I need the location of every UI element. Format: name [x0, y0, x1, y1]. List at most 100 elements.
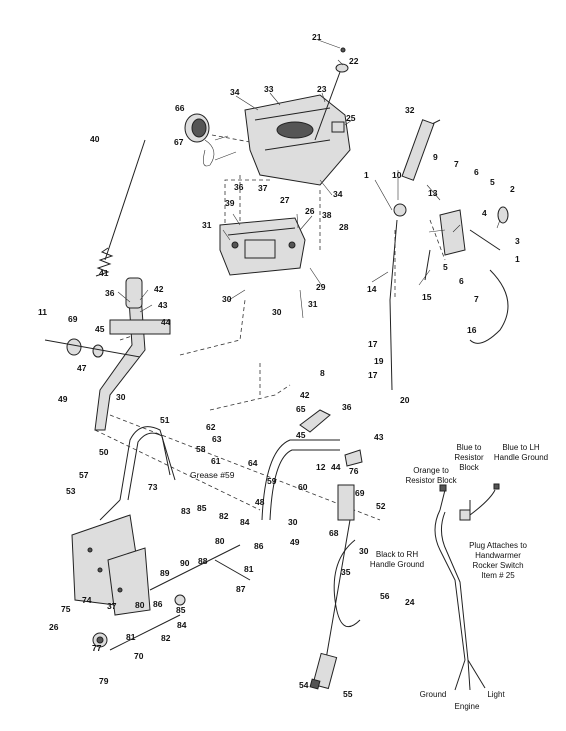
callout-81: 81: [244, 564, 254, 574]
callout-5: 5: [490, 177, 495, 187]
callout-6b: 6: [459, 276, 464, 286]
callout-42b: 42: [300, 390, 310, 400]
callout-33: 33: [264, 84, 274, 94]
callout-7b: 7: [474, 294, 479, 304]
callout-3: 3: [515, 236, 520, 246]
callout-87: 87: [236, 584, 246, 594]
assembly-lines: [94, 134, 446, 521]
callout-59: 59: [267, 476, 277, 486]
callout-12: 12: [316, 462, 326, 472]
callout-31b: 31: [308, 299, 318, 309]
shift-assembly: [389, 119, 509, 391]
callout-83: 83: [181, 506, 191, 516]
callout-68: 68: [329, 528, 339, 538]
headlight: [184, 113, 215, 167]
callout-90: 90: [180, 558, 190, 568]
callout-22: 22: [349, 56, 359, 66]
callout-55: 55: [343, 689, 353, 699]
callout-36: 36: [234, 182, 244, 192]
callout-15: 15: [422, 292, 432, 302]
callout-31: 31: [202, 220, 212, 230]
callout-7: 7: [454, 159, 459, 169]
rocker-switch: [331, 121, 345, 133]
callout-19: 19: [374, 356, 384, 366]
linkage: [92, 544, 251, 651]
callout-63: 63: [212, 434, 222, 444]
callout-80: 80: [215, 536, 225, 546]
note-blue-resistor-2: Resistor: [454, 453, 484, 462]
callout-70: 70: [134, 651, 144, 661]
callout-42: 42: [154, 284, 164, 294]
callout-64: 64: [248, 458, 258, 468]
callout-47: 47: [77, 363, 87, 373]
callout-82: 82: [219, 511, 229, 521]
cable-40: [95, 139, 146, 277]
callout-49: 49: [58, 394, 68, 404]
note-blue-lh-2: Handle Ground: [494, 453, 548, 462]
leader-lines: [117, 39, 501, 319]
callout-11: 11: [38, 307, 47, 317]
left-handle-upper: [44, 277, 171, 431]
callout-38: 38: [322, 210, 332, 220]
callout-80b: 80: [135, 600, 145, 610]
callout-30: 30: [222, 294, 232, 304]
callout-30e: 30: [359, 546, 369, 556]
callout-54: 54: [299, 680, 309, 690]
callout-1: 1: [364, 170, 369, 180]
note-plug-1: Plug Attaches to: [469, 541, 527, 550]
note-engine: Engine: [455, 702, 480, 711]
callout-6: 6: [474, 167, 479, 177]
callout-52: 52: [376, 501, 386, 511]
callout-24: 24: [405, 597, 415, 607]
cable-35: [309, 519, 361, 690]
callout-75: 75: [61, 604, 71, 614]
callout-26b: 26: [49, 622, 59, 632]
callout-numbers: 21 22 23 25 33 34 34 66 67 40 32 9 7 6 5…: [38, 32, 520, 699]
callout-76: 76: [349, 466, 359, 476]
callout-77: 77: [92, 643, 102, 653]
callout-61: 61: [211, 456, 221, 466]
callout-45b: 45: [296, 430, 306, 440]
callout-81b: 81: [126, 632, 136, 642]
wiring-notes: Blue to Resistor Block Blue to LH Handle…: [370, 443, 548, 711]
callout-43b: 43: [374, 432, 384, 442]
callout-16: 16: [467, 325, 477, 335]
callout-82b: 82: [161, 633, 171, 643]
note-blue-lh-1: Blue to LH: [502, 443, 540, 452]
callout-65: 65: [296, 404, 306, 414]
callout-20: 20: [400, 395, 410, 405]
callout-57: 57: [79, 470, 89, 480]
callout-62: 62: [206, 422, 216, 432]
callout-37b: 37: [107, 601, 117, 611]
callout-86: 86: [254, 541, 264, 551]
note-light: Light: [487, 690, 505, 699]
callout-32: 32: [405, 105, 415, 115]
callout-85: 85: [197, 503, 207, 513]
callout-37: 37: [258, 183, 268, 193]
callout-44: 44: [161, 317, 171, 327]
callout-43: 43: [158, 300, 168, 310]
callout-53: 53: [66, 486, 76, 496]
note-ground: Ground: [420, 690, 447, 699]
callout-34: 34: [230, 87, 240, 97]
callout-67: 67: [174, 137, 184, 147]
callout-25: 25: [346, 113, 356, 123]
note-orange-2: Resistor Block: [405, 476, 457, 485]
callout-56: 56: [380, 591, 390, 601]
callout-35: 35: [341, 567, 351, 577]
callout-2: 2: [510, 184, 515, 194]
callout-39: 39: [225, 198, 235, 208]
callout-36b: 36: [105, 288, 115, 298]
handle-bracket: [219, 217, 306, 276]
callout-4: 4: [482, 208, 487, 218]
callout-1b: 1: [515, 254, 520, 264]
callout-45: 45: [95, 324, 105, 334]
callout-34b: 34: [333, 189, 343, 199]
callout-60: 60: [298, 482, 308, 492]
callout-10: 10: [392, 170, 402, 180]
callout-79: 79: [99, 676, 109, 686]
wiring-harness: [434, 483, 500, 691]
callout-74: 74: [82, 595, 92, 605]
callout-36c: 36: [342, 402, 352, 412]
